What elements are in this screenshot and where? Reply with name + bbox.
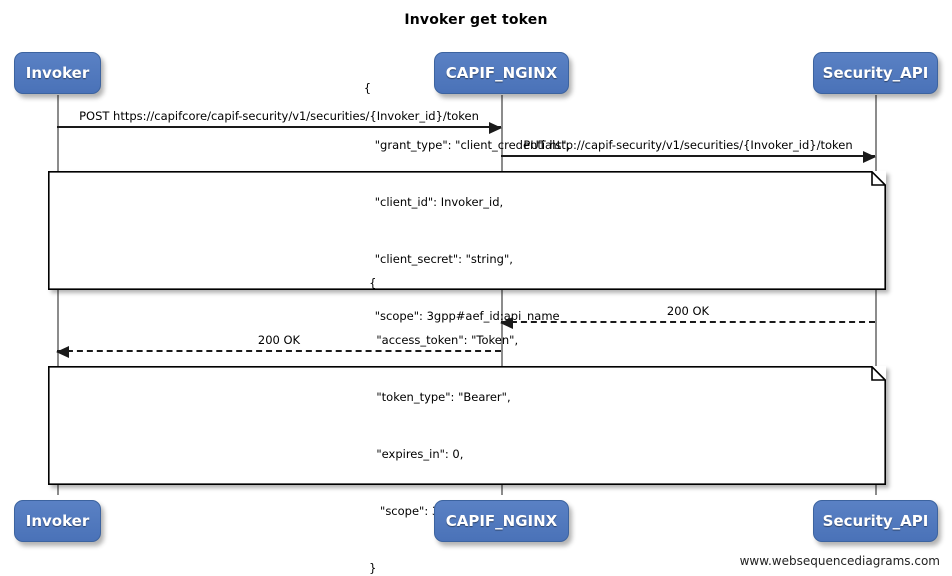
note-line: "access_token": "Token",: [369, 332, 519, 347]
lifeline-security-api: [875, 95, 877, 495]
lifeline-capif-nginx: [501, 95, 503, 495]
participant-label: Security_API: [822, 512, 929, 530]
participant-invoker-top[interactable]: Invoker: [14, 52, 101, 94]
participant-capif-nginx-bottom[interactable]: CAPIF_NGINX: [434, 500, 569, 542]
note-request-body: { "grant_type": "client_credentials", "c…: [48, 81, 886, 380]
message-line: [500, 317, 875, 329]
arrowhead-left-icon: [500, 317, 513, 329]
participant-label: CAPIF_NGINX: [445, 64, 558, 82]
note-body: { "access_token": "Token", "token_type":…: [48, 276, 886, 575]
message-label: POST https://capifcore/capif-security/v1…: [79, 109, 479, 123]
note-folded-corner-icon: [48, 171, 886, 290]
arrowhead-right-icon: [489, 122, 502, 134]
note-line: "client_secret": "string",: [363, 251, 513, 266]
message-line: [57, 122, 502, 134]
note-line: "token_type": "Bearer",: [369, 389, 511, 404]
participant-label: CAPIF_NGINX: [445, 512, 558, 530]
message-line: [56, 346, 501, 358]
note-line: {: [369, 275, 377, 290]
arrowhead-right-icon: [863, 151, 876, 163]
participant-label: Invoker: [25, 512, 90, 530]
participant-label: Invoker: [25, 64, 90, 82]
participant-invoker-bottom[interactable]: Invoker: [14, 500, 101, 542]
lifeline-invoker: [57, 95, 59, 495]
note-line: "client_id": Invoker_id,: [363, 194, 504, 209]
arrowhead-left-icon: [56, 346, 69, 358]
message-label: PUT http://capif-security/v1/securities/…: [523, 138, 853, 152]
message-line: [501, 151, 876, 163]
note-folded-corner-icon: [48, 366, 886, 485]
participant-security-api-bottom[interactable]: Security_API: [813, 500, 938, 542]
participant-security-api-top[interactable]: Security_API: [813, 52, 938, 94]
participant-label: Security_API: [822, 64, 929, 82]
note-line: }: [369, 560, 377, 575]
note-response-body: { "access_token": "Token", "token_type":…: [48, 276, 886, 575]
footer-credit: www.websequencediagrams.com: [739, 554, 940, 568]
message-label: 200 OK: [257, 333, 301, 347]
participant-capif-nginx-top[interactable]: CAPIF_NGINX: [434, 52, 569, 94]
note-line: "expires_in": 0,: [369, 446, 464, 461]
page-title: Invoker get token: [404, 12, 548, 28]
note-line: "scope": 3gpp#aef_id:api_name: [363, 308, 560, 323]
note-line: {: [363, 80, 372, 95]
message-label: 200 OK: [666, 304, 710, 318]
note-line: "grant_type": "client_credentials",: [363, 137, 571, 152]
